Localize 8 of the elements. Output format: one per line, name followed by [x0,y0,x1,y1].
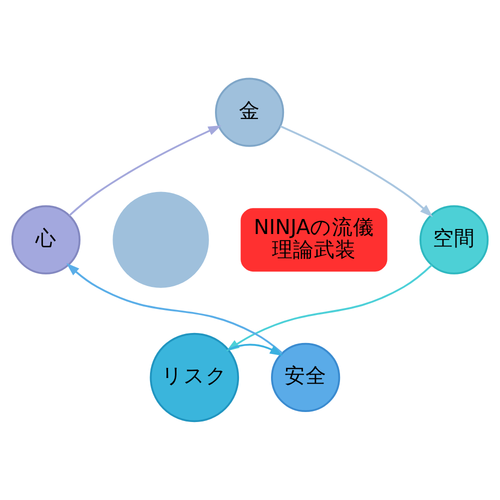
arrow [280,125,433,218]
arrow [66,263,283,354]
node-box: NINJAの流儀 理論武装 [240,208,388,272]
arrow [68,125,222,216]
node-circle [112,192,209,288]
node-circle: 金 [214,78,284,147]
arrow [228,344,283,356]
node-circle: 安全 [271,342,340,412]
